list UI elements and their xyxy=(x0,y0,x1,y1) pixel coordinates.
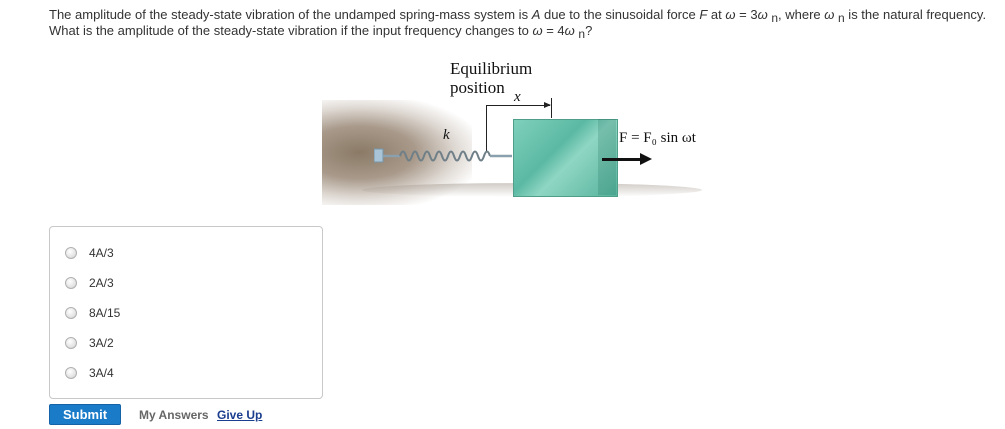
option-label: 3A/4 xyxy=(89,366,114,380)
spring-constant-label: k xyxy=(443,127,450,143)
spring-mass-diagram: Equilibrium position x k F = F₀ sin ωt xyxy=(322,55,742,205)
option-label: 4A/3 xyxy=(89,246,114,260)
mass-block-side xyxy=(598,119,616,195)
radio-button[interactable] xyxy=(65,337,77,349)
my-answers-label: My Answers xyxy=(139,408,209,422)
radio-button[interactable] xyxy=(65,367,77,379)
question-line-2: What is the amplitude of the steady-stat… xyxy=(49,23,593,41)
equilibrium-line xyxy=(486,105,487,151)
option-4a-3[interactable]: 4A/3 xyxy=(65,246,114,260)
displacement-dimension-line xyxy=(486,105,550,106)
radio-button[interactable] xyxy=(65,247,77,259)
option-3a-4[interactable]: 3A/4 xyxy=(65,366,114,380)
question-text: The amplitude of the steady-state vibrat… xyxy=(49,7,999,41)
displacement-tick xyxy=(551,98,552,118)
force-arrow-icon xyxy=(640,153,652,165)
question-line-1: The amplitude of the steady-state vibrat… xyxy=(49,7,987,25)
radio-button[interactable] xyxy=(65,307,77,319)
force-label: F = F₀ sin ωt xyxy=(619,130,696,146)
option-8a-15[interactable]: 8A/15 xyxy=(65,306,120,320)
equilibrium-position-label: Equilibrium position xyxy=(450,59,533,97)
option-3a-2[interactable]: 3A/2 xyxy=(65,336,114,350)
option-label: 8A/15 xyxy=(89,306,121,320)
displacement-arrowhead-icon xyxy=(544,102,551,108)
radio-button[interactable] xyxy=(65,277,77,289)
spring-icon xyxy=(374,148,512,163)
submit-button[interactable]: Submit xyxy=(49,404,121,425)
option-2a-3[interactable]: 2A/3 xyxy=(65,276,114,290)
give-up-link[interactable]: Give Up xyxy=(217,408,263,422)
force-arrow-shaft xyxy=(602,158,642,161)
displacement-label: x xyxy=(514,89,521,105)
mass-block xyxy=(513,119,618,197)
option-label: 3A/2 xyxy=(89,336,114,350)
answer-options-box: 4A/3 2A/3 8A/15 3A/2 3A/4 xyxy=(49,226,323,399)
option-label: 2A/3 xyxy=(89,276,114,290)
